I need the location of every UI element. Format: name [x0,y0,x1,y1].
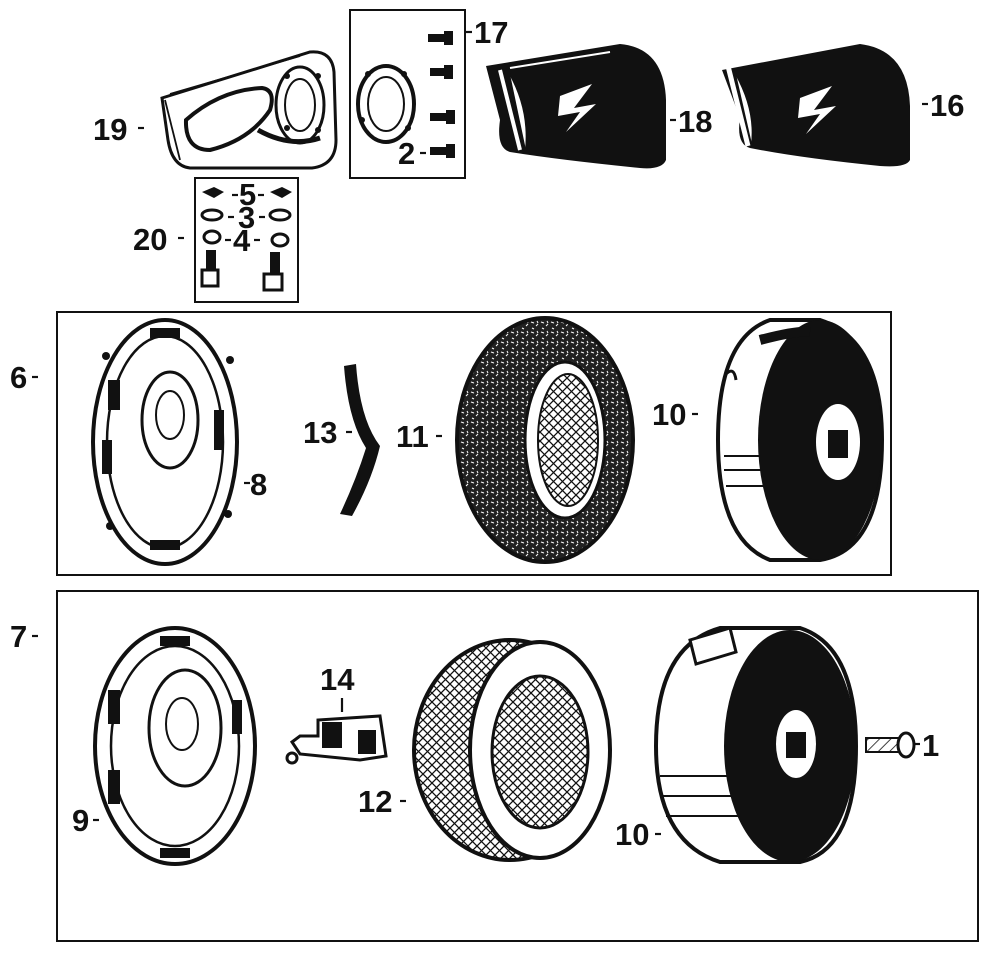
part-19-bracket [160,50,338,170]
callout-4-label: 4 [233,223,251,258]
callout-20: 20 [133,222,184,257]
part-12-filter-element [412,638,612,862]
callout-11: 11 [396,419,442,454]
callout-18: 18 [670,104,712,139]
callout-16: 16 [922,88,964,123]
callout-6: 6 [10,360,38,395]
callout-2: 2 [398,136,426,171]
group-17-box [349,9,466,179]
callout-11-label: 11 [396,419,429,454]
callout-19-label: 19 [93,112,127,147]
callout-5: 5 [232,177,264,212]
callout-8-label: 8 [250,467,267,502]
callout-1-label: 1 [922,728,939,763]
callout-1: 1 [914,728,939,763]
callout-19: 19 [93,112,144,147]
part-13-bracket [340,364,380,516]
callout-5-label: 5 [239,177,256,212]
callout-12-label: 12 [358,784,392,819]
callout-13-label: 13 [303,415,337,450]
callout-6-label: 6 [10,360,27,395]
group-20-box [194,177,299,303]
part-gasket [356,64,416,144]
part-11-foam-filter [455,316,635,564]
callout-17: 17 [466,15,508,50]
callout-7-label: 7 [10,619,27,654]
callout-3: 3 [228,200,265,235]
callout-13: 13 [303,415,352,450]
callout-14: 14 [320,662,355,712]
callout-3-label: 3 [238,200,255,235]
part-14-clip [285,714,388,765]
callout-10-top-label: 10 [652,397,686,432]
part-9-backing-plate [93,626,257,866]
callout-2-label: 2 [398,136,415,171]
callout-10-bottom: 10 [615,817,661,852]
part-20-hardware [200,187,292,292]
part-18-cover [486,44,666,169]
group-7-box [56,590,979,942]
callout-17-label: 17 [474,15,508,50]
callout-16-label: 16 [930,88,964,123]
part-10-cover-bottom [653,626,859,864]
callout-8: 8 [244,467,267,502]
part-8-backing-plate [91,318,239,566]
callout-7: 7 [10,619,38,654]
group-6-box [56,311,892,576]
part-1-bolt [865,731,916,759]
callout-4: 4 [225,223,260,258]
part-16-cover [722,44,910,167]
callout-10-top: 10 [652,397,698,432]
part-10-cover-top [715,318,885,562]
callout-9: 9 [72,803,99,838]
callout-14-label: 14 [320,662,355,697]
callout-12: 12 [358,784,406,819]
callout-18-label: 18 [678,104,712,139]
part-screws [428,31,455,158]
callout-10-bottom-label: 10 [615,817,649,852]
callout-20-label: 20 [133,222,167,257]
callout-9-label: 9 [72,803,89,838]
